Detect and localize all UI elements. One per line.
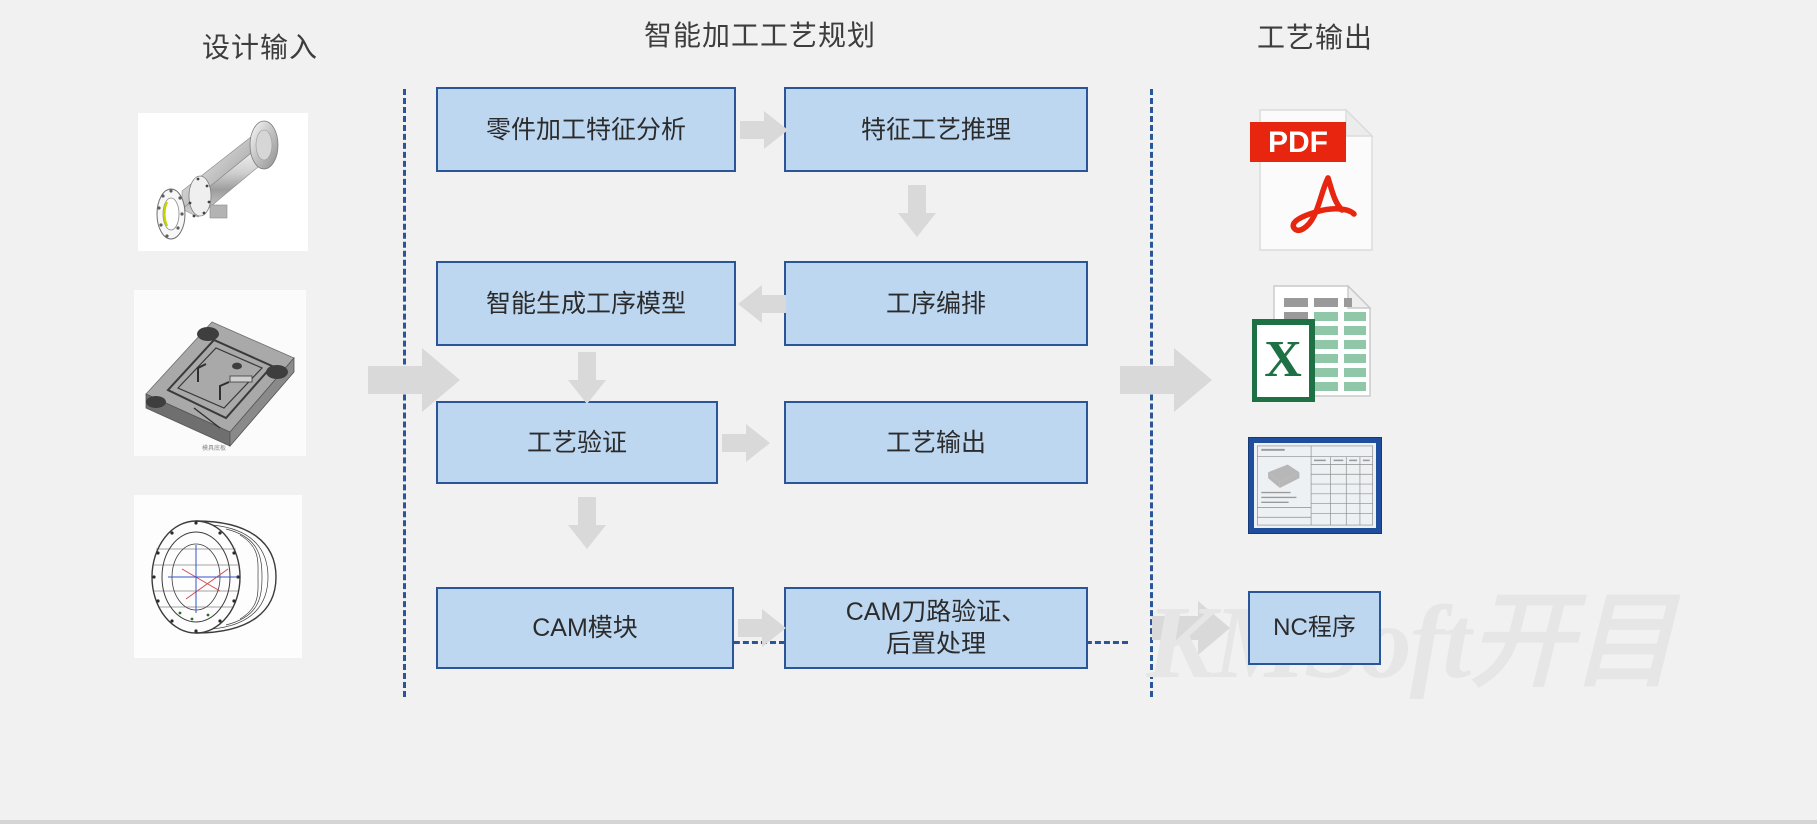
pdf-file-icon: PDF: [1242, 104, 1388, 254]
drawing-glyph: [1254, 443, 1376, 528]
cad-casing-icon: [134, 495, 302, 658]
column-title-process-output: 工艺输出: [1256, 22, 1373, 53]
drawing-sheet-icon: [1248, 437, 1382, 534]
arrow-planning-to-output: [1120, 348, 1212, 412]
process-box-process-verification[interactable]: 工艺验证: [436, 401, 718, 484]
pdf-label: PDF: [1268, 126, 1328, 159]
thumbnail-cylindrical-flange-part: [138, 113, 308, 251]
process-box-process-sequencing[interactable]: 工序编排: [784, 261, 1088, 346]
arrow-feature-analysis-to-reasoning: [740, 111, 788, 149]
thumbnail-mold-base-plate: 模具底板: [134, 290, 306, 456]
watermark-kmsoft: KMSoft开目: [1146, 585, 1675, 700]
output-box-nc-program[interactable]: NC程序: [1248, 591, 1381, 665]
arrow-cam-verification-to-nc: [1152, 601, 1230, 655]
svg-text:模具底板: 模具底板: [202, 444, 226, 452]
excel-file-icon: X: [1251, 284, 1374, 403]
process-box-process-output[interactable]: 工艺输出: [784, 401, 1088, 484]
cad-part-icon: [138, 113, 308, 251]
process-box-generate-process-model[interactable]: 智能生成工序模型: [436, 261, 736, 346]
column-title-process-planning: 智能加工工艺规划: [643, 20, 876, 51]
process-box-feature-analysis[interactable]: 零件加工特征分析: [436, 87, 736, 172]
process-box-cam-path-verification[interactable]: CAM刀路验证、 后置处理: [784, 587, 1088, 669]
arrow-generate-model-to-verification: [568, 352, 606, 404]
cad-mold-icon: 模具底板: [134, 290, 306, 456]
arrow-output-to-cam: [568, 497, 606, 549]
column-title-design-input: 设计输入: [201, 32, 318, 63]
arrow-design-input-to-planning: [368, 348, 460, 412]
thumbnail-engine-casing: [134, 495, 302, 658]
process-box-feature-reasoning[interactable]: 特征工艺推理: [784, 87, 1088, 172]
arrow-cam-to-cam-verification: [738, 609, 786, 647]
excel-label: X: [1264, 331, 1302, 388]
arrow-reasoning-to-sequencing: [898, 185, 936, 237]
arrow-verification-to-output: [722, 424, 770, 462]
pdf-glyph: PDF: [1250, 108, 1374, 251]
process-box-cam-module[interactable]: CAM模块: [436, 587, 734, 669]
bottom-divider: [0, 820, 1817, 824]
arrow-sequencing-to-generate-model: [738, 285, 786, 323]
excel-glyph: X: [1251, 284, 1372, 403]
